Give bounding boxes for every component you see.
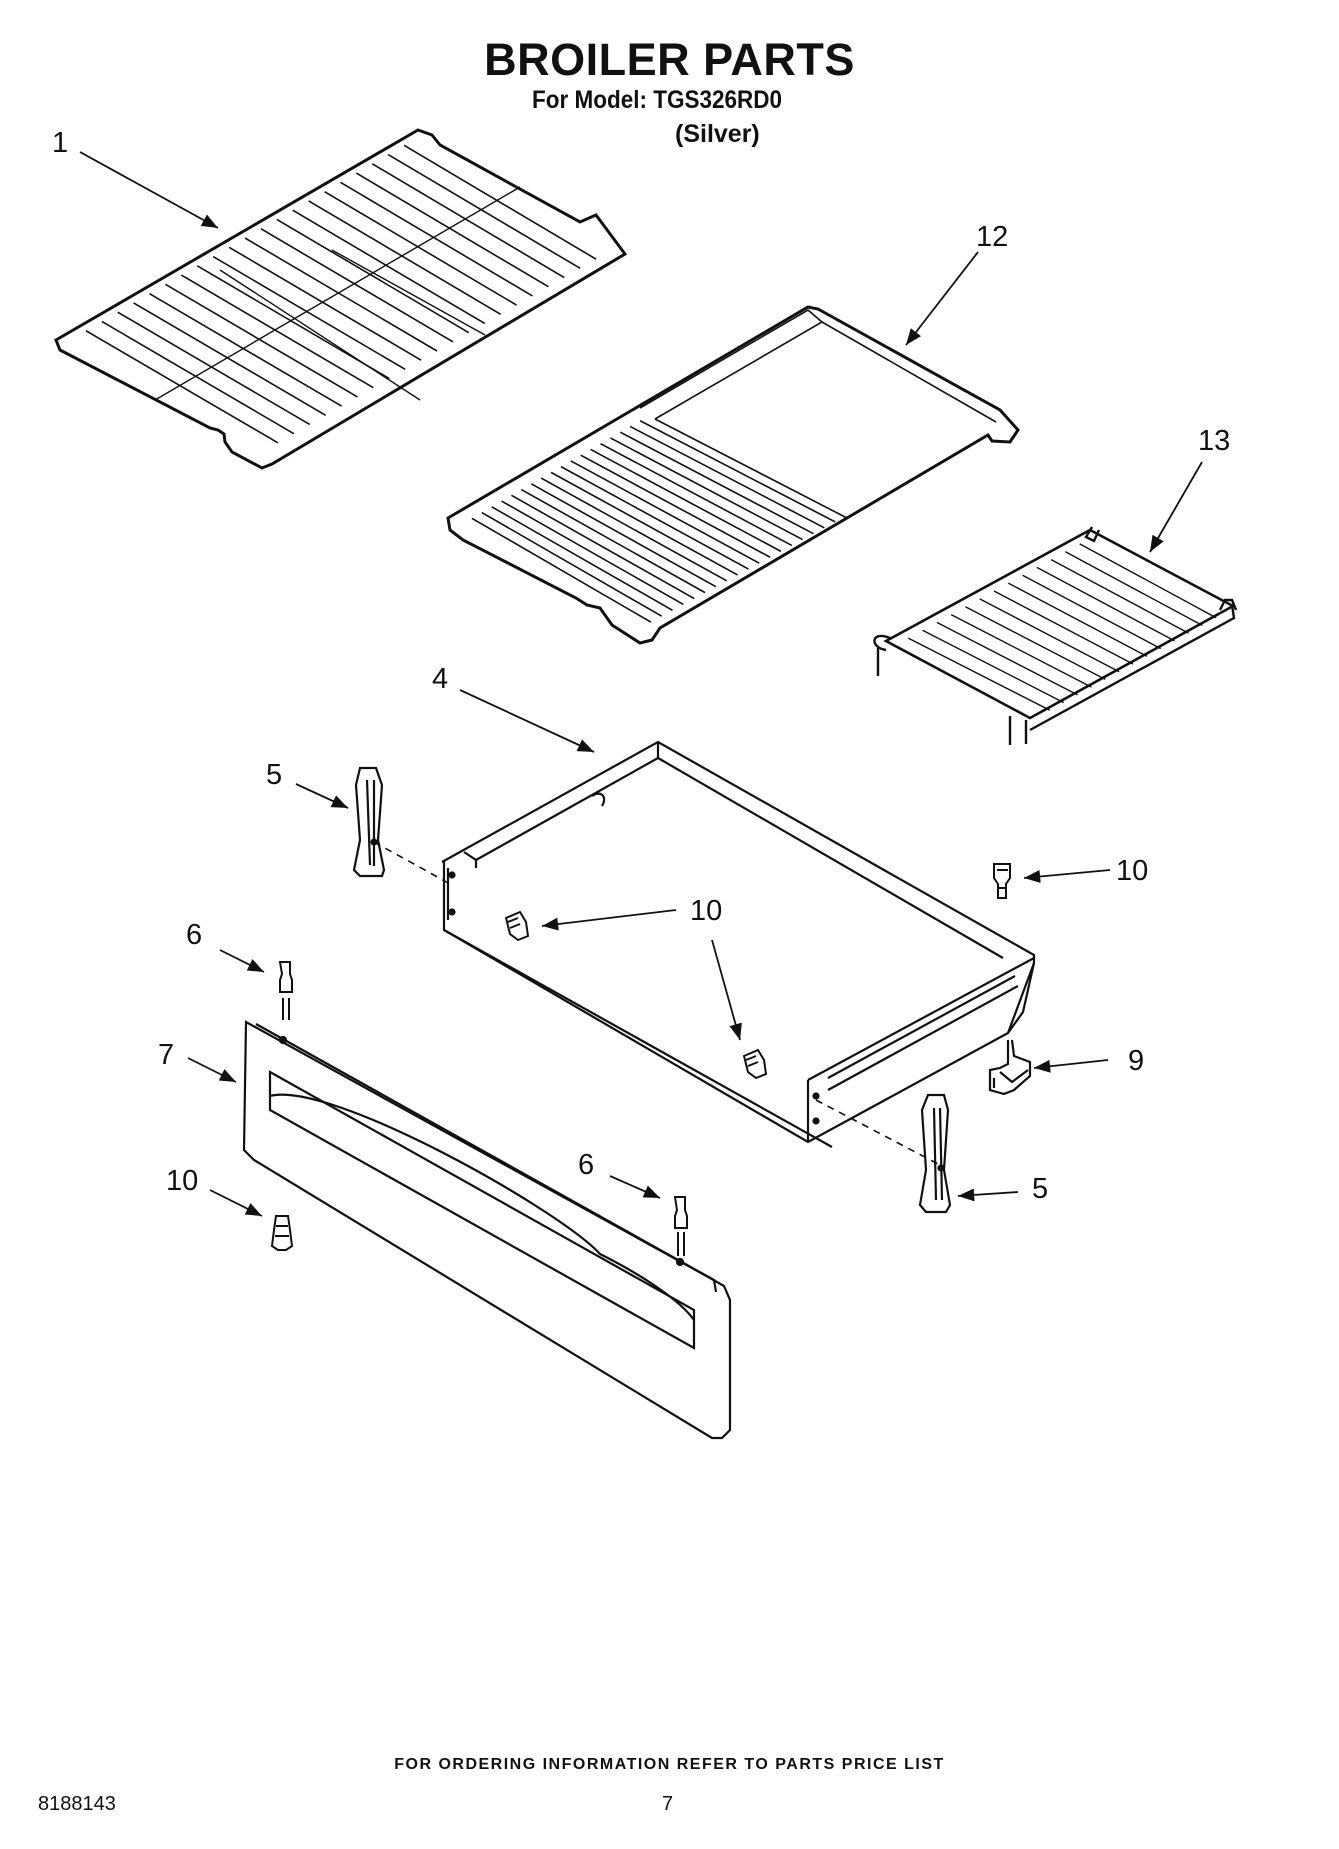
callout-7: 7 — [158, 1039, 174, 1071]
callout-1: 1 — [52, 127, 68, 159]
oven-rack-part-1 — [54, 128, 628, 470]
ordering-note: FOR ORDERING INFORMATION REFER TO PARTS … — [394, 1756, 945, 1773]
alignment-lines — [373, 841, 941, 1166]
callout-5-right: 5 — [1032, 1173, 1048, 1205]
rack-wire — [276, 218, 470, 334]
callout-10-bottom-left: 10 — [166, 1165, 198, 1197]
slide-bracket-right-part-5 — [918, 1093, 952, 1214]
rack-wire — [629, 425, 825, 529]
callout-6-bottom: 6 — [578, 1149, 594, 1181]
rack-wire — [530, 483, 717, 588]
rack-wire — [491, 506, 673, 612]
rack-wire — [936, 621, 1078, 696]
rack-wire — [979, 598, 1120, 673]
rack-wire — [1079, 543, 1217, 619]
rack-wire — [580, 454, 771, 558]
rack-wire — [149, 292, 342, 407]
callout-4: 4 — [432, 663, 448, 695]
callout-12: 12 — [976, 221, 1008, 253]
screw-part-10-top-right — [993, 863, 1011, 899]
rack-wire — [355, 172, 549, 288]
rack-wire — [570, 460, 760, 564]
callout-5-left: 5 — [266, 759, 282, 791]
rack-wire — [590, 448, 782, 553]
rack-wire — [1065, 551, 1203, 627]
rack-wire — [639, 420, 836, 523]
rack-wire — [101, 320, 295, 435]
rack-wire — [610, 437, 804, 541]
broiler-drawer-part-4 — [441, 740, 1036, 1148]
rack-wire — [340, 181, 533, 297]
drawer-front-panel-part-7 — [242, 1020, 732, 1440]
rack-wire — [481, 511, 663, 617]
screw-part-10-center — [504, 910, 530, 942]
leader-arrows — [79, 151, 1203, 1217]
slide-bracket-left-part-5 — [352, 766, 386, 878]
rack-wire — [511, 494, 695, 600]
rack-wire — [993, 590, 1134, 665]
rack-wire — [165, 283, 358, 398]
document-number: 8188143 — [38, 1793, 116, 1815]
rack-wire — [133, 302, 327, 416]
rack-wire — [260, 228, 454, 343]
rack-wire — [501, 500, 684, 606]
rack-wire — [371, 163, 565, 279]
rack-wire — [907, 637, 1051, 711]
rack-wire — [520, 488, 706, 594]
rack-wire — [1022, 574, 1162, 650]
rack-wire — [180, 274, 374, 389]
callout-6-top: 6 — [186, 919, 202, 951]
rack-wire — [600, 442, 793, 547]
rack-wire — [308, 200, 502, 315]
rack-wire — [922, 629, 1065, 704]
color-variant: (Silver) — [675, 120, 760, 148]
page-number: 7 — [662, 1793, 674, 1815]
rack-wire — [85, 330, 279, 444]
rack-wire — [212, 255, 406, 371]
rack-wire — [387, 153, 581, 270]
rack-wire — [540, 477, 728, 582]
rack-wire — [1007, 582, 1148, 657]
rack-wire — [244, 237, 438, 352]
screw-part-10-bottom-left — [270, 1215, 294, 1251]
rack-wire — [471, 517, 652, 623]
rack-wire — [560, 465, 749, 570]
model-line: For Model: TGS326RD0 — [532, 86, 783, 114]
rack-wire — [228, 246, 422, 361]
stud-part-6-top — [278, 961, 293, 1020]
screw-part-10-drawer-front — [742, 1048, 768, 1080]
wire-trivet-part-13 — [873, 526, 1238, 745]
drawer-stop-part-9 — [988, 1039, 1032, 1096]
rack-wire — [1050, 558, 1189, 634]
callout-10-center: 10 — [690, 895, 722, 927]
rack-wire — [403, 144, 597, 260]
rack-wire — [292, 209, 486, 325]
stud-part-6-bottom — [673, 1196, 688, 1256]
callout-10-top-right: 10 — [1116, 855, 1148, 887]
rack-wire — [965, 606, 1106, 681]
broiler-grid-part-12 — [446, 305, 1020, 645]
rack-wire — [950, 613, 1092, 688]
page-title: BROILER PARTS — [484, 34, 855, 85]
rack-wire — [324, 190, 517, 306]
rack-wire — [619, 431, 814, 535]
callout-9: 9 — [1128, 1045, 1144, 1077]
rack-wire — [117, 311, 311, 426]
callout-13: 13 — [1198, 425, 1230, 457]
rack-wire — [1036, 566, 1175, 642]
rack-wire — [550, 471, 738, 576]
